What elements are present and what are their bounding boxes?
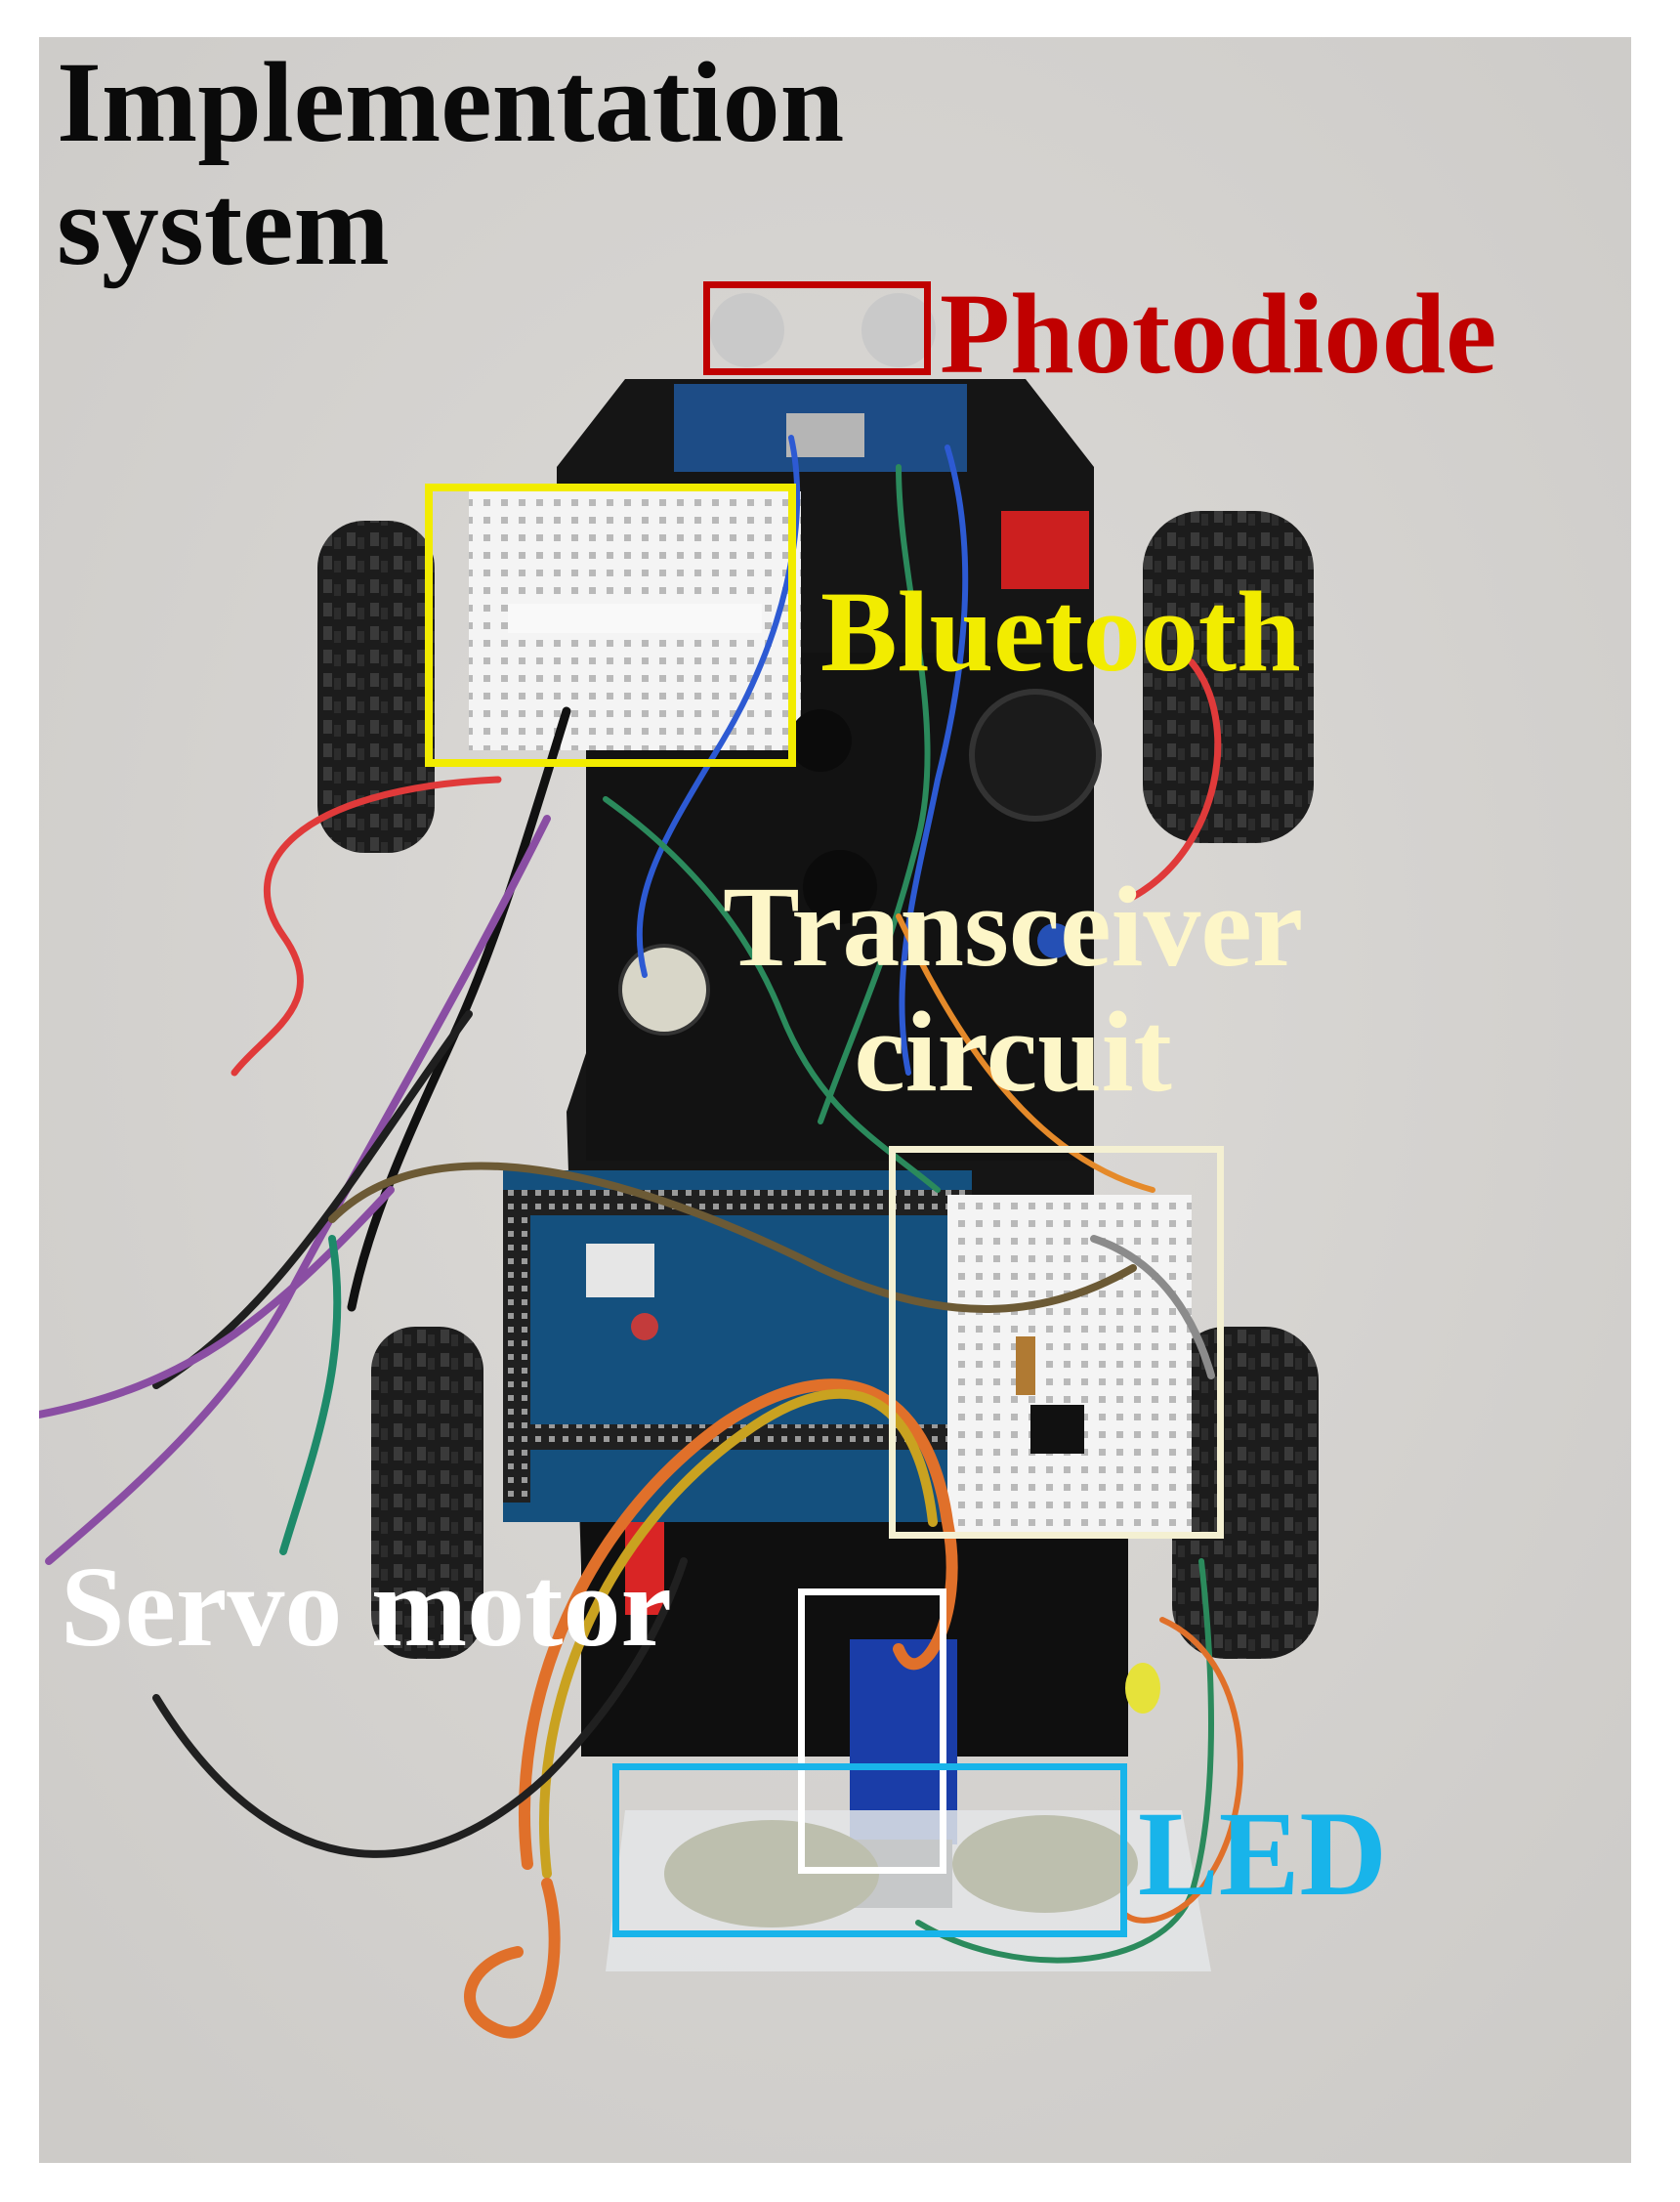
buzzer-2 (789, 709, 852, 772)
transceiver-label-line-1: Transceiver (723, 863, 1304, 991)
transceiver-breadboard (947, 1195, 1192, 1537)
blue-button (1037, 923, 1072, 958)
title-line-1: Implementation (57, 38, 845, 166)
ultrasonic-module (674, 293, 967, 472)
led-label: LED (1138, 1787, 1387, 1921)
wheel-front-left (317, 521, 435, 853)
bluetooth-label: Bluetooth (820, 568, 1301, 696)
figure-title: Implementation system (57, 41, 844, 287)
transceiver-label-line-2: circuit (854, 988, 1172, 1116)
transceiver-box (889, 1146, 1224, 1539)
wheel-front-right (1143, 511, 1314, 843)
yellow-led (1125, 1663, 1160, 1714)
servo-motor-box (798, 1588, 946, 1874)
wheels (317, 511, 1319, 1659)
led-patch-left (664, 1820, 879, 1927)
wires (39, 435, 1243, 2039)
servo-motor-label: Servo motor (61, 1543, 672, 1671)
photodiode-label: Photodiode (940, 270, 1497, 398)
buzzer (803, 850, 877, 924)
joystick (969, 689, 1102, 822)
bluetooth-box (425, 484, 796, 767)
transceiver-label: Transceiver circuit (723, 865, 1303, 1115)
photodiode-box (703, 281, 931, 375)
wheel-rear-right (1172, 1327, 1319, 1659)
red-connector (625, 1522, 664, 1615)
power-switch (1001, 511, 1089, 589)
led-box (612, 1763, 1127, 1937)
photoresistor (618, 944, 710, 1036)
led-patch-right (952, 1815, 1138, 1913)
wheel-rear-left (371, 1327, 483, 1659)
robot-car-photo (39, 37, 1631, 2163)
title-line-2: system (57, 161, 390, 289)
robot-car-illustration (39, 37, 1631, 2163)
breadboard-gap (508, 604, 762, 633)
